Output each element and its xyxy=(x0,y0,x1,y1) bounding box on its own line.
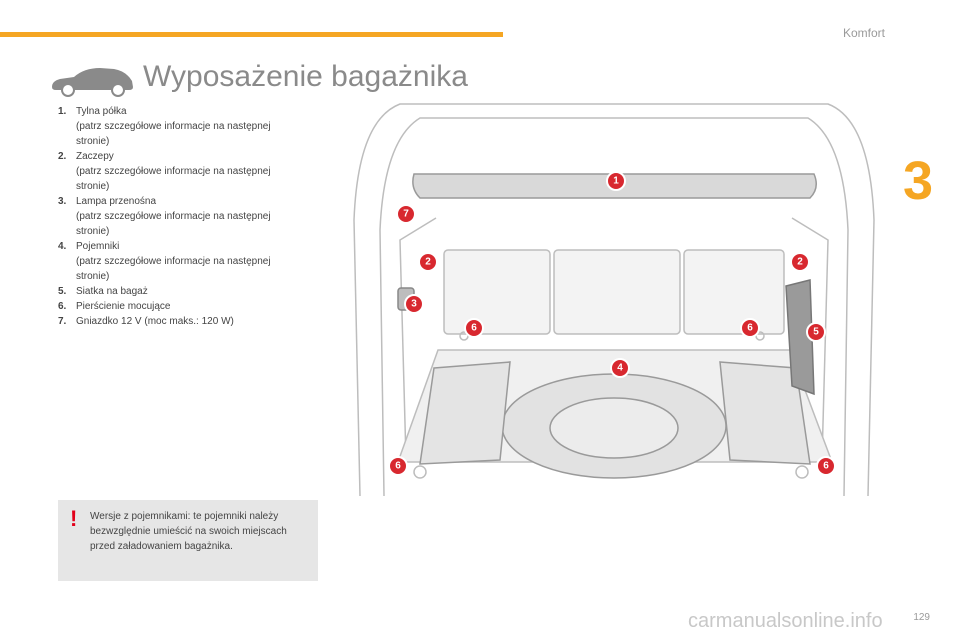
legend-list: 1. Tylna półka (patrz szczegółowe informa… xyxy=(58,104,298,329)
legend-number: 7. xyxy=(58,316,67,327)
callout-6-front-right: 6 xyxy=(816,456,836,476)
callout-7: 7 xyxy=(396,204,416,224)
callout-3: 3 xyxy=(404,294,424,314)
callout-3-label: 3 xyxy=(411,299,417,310)
legend-number: 1. xyxy=(58,106,67,117)
watermark-text[interactable]: carmanualsonline.info xyxy=(688,610,883,632)
legend-item-7: 7. Gniazdko 12 V (moc maks.: 120 W) xyxy=(58,314,298,329)
trunk-drawing xyxy=(353,103,875,496)
page-title: Wyposażenie bagażnika xyxy=(143,60,468,93)
legend-label: Lampa przenośna xyxy=(76,196,157,207)
callout-2-left: 2 xyxy=(418,252,438,272)
callout-2-right: 2 xyxy=(790,252,810,272)
legend-note: (patrz szczegółowe informacje na następn… xyxy=(76,121,271,147)
legend-label: Zaczepy xyxy=(76,151,114,162)
callout-1: 1 xyxy=(606,171,626,191)
car-icon xyxy=(52,68,133,97)
trunk-illustration: 1 2 2 3 4 5 6 6 6 6 7 xyxy=(353,103,875,496)
legend-number: 3. xyxy=(58,196,67,207)
legend-label: Tylna półka xyxy=(76,106,127,117)
callout-6-left: 6 xyxy=(464,318,484,338)
legend-number: 6. xyxy=(58,301,67,312)
legend-label: Pojemniki xyxy=(76,241,120,252)
legend-item-5: 5. Siatka na bagaż xyxy=(58,284,298,299)
callout-6-front-right-label: 6 xyxy=(823,461,829,472)
chapter-number: 3 xyxy=(903,151,934,211)
legend-item-3: 3. Lampa przenośna (patrz szczegółowe inf… xyxy=(58,194,298,239)
callout-4-label: 4 xyxy=(617,363,623,374)
warning-box: ! Wersje z pojemnikami: te pojemniki nal… xyxy=(58,500,318,581)
legend-item-1: 1. Tylna półka (patrz szczegółowe informa… xyxy=(58,104,298,149)
callout-6-front-left: 6 xyxy=(388,456,408,476)
callout-5: 5 xyxy=(806,322,826,342)
warning-icon: ! xyxy=(70,506,78,531)
legend-item-6: 6. Pierścienie mocujące xyxy=(58,299,298,314)
legend-label: Siatka na bagaż xyxy=(76,286,148,297)
callout-6-front-left-label: 6 xyxy=(395,461,401,472)
legend-note: (patrz szczegółowe informacje na następn… xyxy=(76,211,271,237)
legend-number: 5. xyxy=(58,286,67,297)
warning-text: Wersje z pojemnikami: te pojemniki należ… xyxy=(90,511,287,552)
legend-number: 4. xyxy=(58,241,67,252)
callout-6-right: 6 xyxy=(740,318,760,338)
callout-4: 4 xyxy=(610,358,630,378)
legend-item-2: 2. Zaczepy (patrz szczegółowe informacje … xyxy=(58,149,298,194)
callout-2-left-label: 2 xyxy=(425,257,431,268)
callout-6-left-label: 6 xyxy=(471,323,477,334)
legend-number: 2. xyxy=(58,151,67,162)
legend-note: (patrz szczegółowe informacje na następn… xyxy=(76,256,271,282)
callout-5-label: 5 xyxy=(813,327,819,338)
callout-6-right-label: 6 xyxy=(747,323,753,334)
page-number: 129 xyxy=(913,612,930,623)
legend-note: (patrz szczegółowe informacje na następn… xyxy=(76,166,271,192)
top-accent-bar xyxy=(0,32,503,37)
callout-7-label: 7 xyxy=(403,209,409,220)
legend-label: Gniazdko 12 V (moc maks.: 120 W) xyxy=(76,316,234,327)
section-name: Komfort xyxy=(842,26,885,40)
callout-2-right-label: 2 xyxy=(797,257,803,268)
legend-item-4: 4. Pojemniki (patrz szczegółowe informacj… xyxy=(58,239,298,284)
callout-1-label: 1 xyxy=(613,176,619,187)
legend-label: Pierścienie mocujące xyxy=(76,301,171,312)
